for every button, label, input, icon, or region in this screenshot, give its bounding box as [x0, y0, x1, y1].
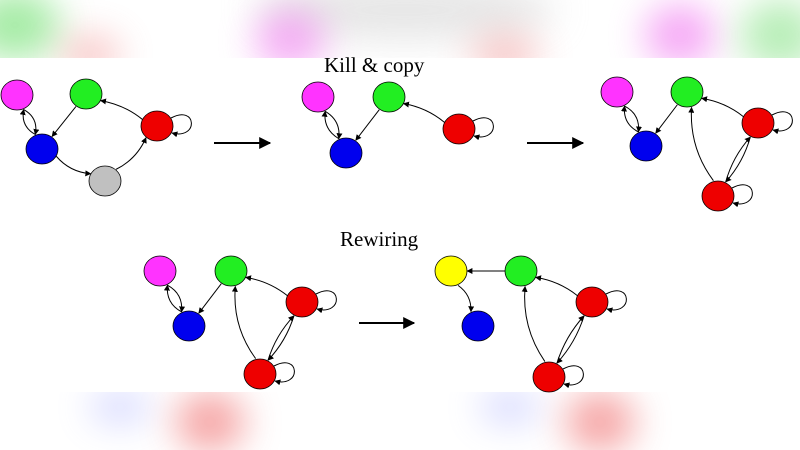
- edge-arrow: [163, 284, 182, 313]
- red-node: [532, 361, 566, 393]
- edge-arrow: [457, 284, 475, 313]
- edge-arrow: [324, 110, 343, 140]
- rewiring-heading: Rewiring: [340, 227, 419, 251]
- blue-node: [629, 130, 663, 162]
- green-node: [214, 255, 248, 287]
- blurred-red-blob: [175, 392, 245, 450]
- edge-arrow: [556, 315, 585, 364]
- edge-arrow: [51, 106, 77, 137]
- edge-arrow: [321, 110, 340, 140]
- blue-node: [172, 310, 206, 342]
- self-loop-arrow: [771, 111, 793, 135]
- edge-arrow: [655, 104, 678, 134]
- self-loop-arrow: [170, 114, 192, 138]
- edge-arrow: [521, 285, 546, 362]
- blurred-red-blob: [565, 392, 635, 450]
- self-loop-arrow: [562, 365, 584, 389]
- edge-arrow: [231, 285, 257, 359]
- edge-arrow: [115, 137, 147, 170]
- edge-arrow: [624, 105, 642, 133]
- green-node: [69, 78, 103, 110]
- edge-arrow: [556, 315, 585, 364]
- self-loop-arrow: [472, 117, 494, 141]
- red-node: [285, 286, 319, 318]
- edge-layer: [19, 96, 793, 389]
- kill-copy-heading: Kill & copy: [324, 53, 425, 77]
- green-node: [504, 255, 538, 287]
- node-layer: [0, 76, 775, 393]
- green-node: [372, 81, 406, 113]
- blue-node: [329, 137, 363, 169]
- red-node: [741, 107, 775, 139]
- blurred-red-blob: [60, 35, 120, 58]
- blue-node: [461, 310, 495, 342]
- edge-arrow: [355, 109, 380, 141]
- edge-arrow: [701, 96, 744, 117]
- blurred-magenta-blob: [255, 10, 325, 58]
- edge-arrow: [23, 109, 40, 136]
- blurred-blue-blob: [90, 392, 150, 422]
- edge-arrow: [245, 275, 288, 296]
- magenta-node: [0, 79, 34, 111]
- edge-arrow: [19, 108, 36, 135]
- blue-node: [25, 133, 59, 165]
- red-node: [243, 358, 277, 390]
- edge-arrow: [267, 315, 295, 361]
- edge-arrow: [198, 283, 222, 314]
- blurred-red-blob: [470, 35, 540, 58]
- magenta-node: [301, 81, 335, 113]
- yellow-node: [434, 255, 468, 287]
- edge-arrow: [688, 106, 714, 181]
- edge-arrow: [535, 275, 578, 296]
- edge-arrow: [402, 101, 445, 123]
- magenta-node: [143, 255, 177, 287]
- self-loop-arrow: [273, 362, 295, 386]
- red-node: [701, 180, 735, 212]
- blurred-bottom-band: [0, 392, 800, 450]
- self-loop-arrow: [315, 290, 337, 314]
- self-loop-arrow: [605, 290, 627, 314]
- magenta-node: [600, 76, 634, 108]
- self-loop-arrow: [731, 184, 753, 208]
- edge-arrow: [725, 136, 751, 183]
- edge-arrow: [621, 105, 639, 133]
- gray-node: [88, 165, 122, 197]
- edge-arrow: [267, 315, 295, 361]
- edge-arrow: [725, 136, 751, 183]
- blurred-top-band: [0, 0, 800, 58]
- edge-arrow: [55, 155, 92, 177]
- edge-arrow: [99, 98, 143, 120]
- red-node: [575, 286, 609, 318]
- edge-arrow: [167, 284, 186, 313]
- green-node: [670, 76, 704, 108]
- red-node: [442, 113, 476, 145]
- blurred-magenta-blob: [645, 5, 715, 58]
- red-node: [140, 110, 174, 142]
- blurred-blue-blob: [480, 392, 540, 422]
